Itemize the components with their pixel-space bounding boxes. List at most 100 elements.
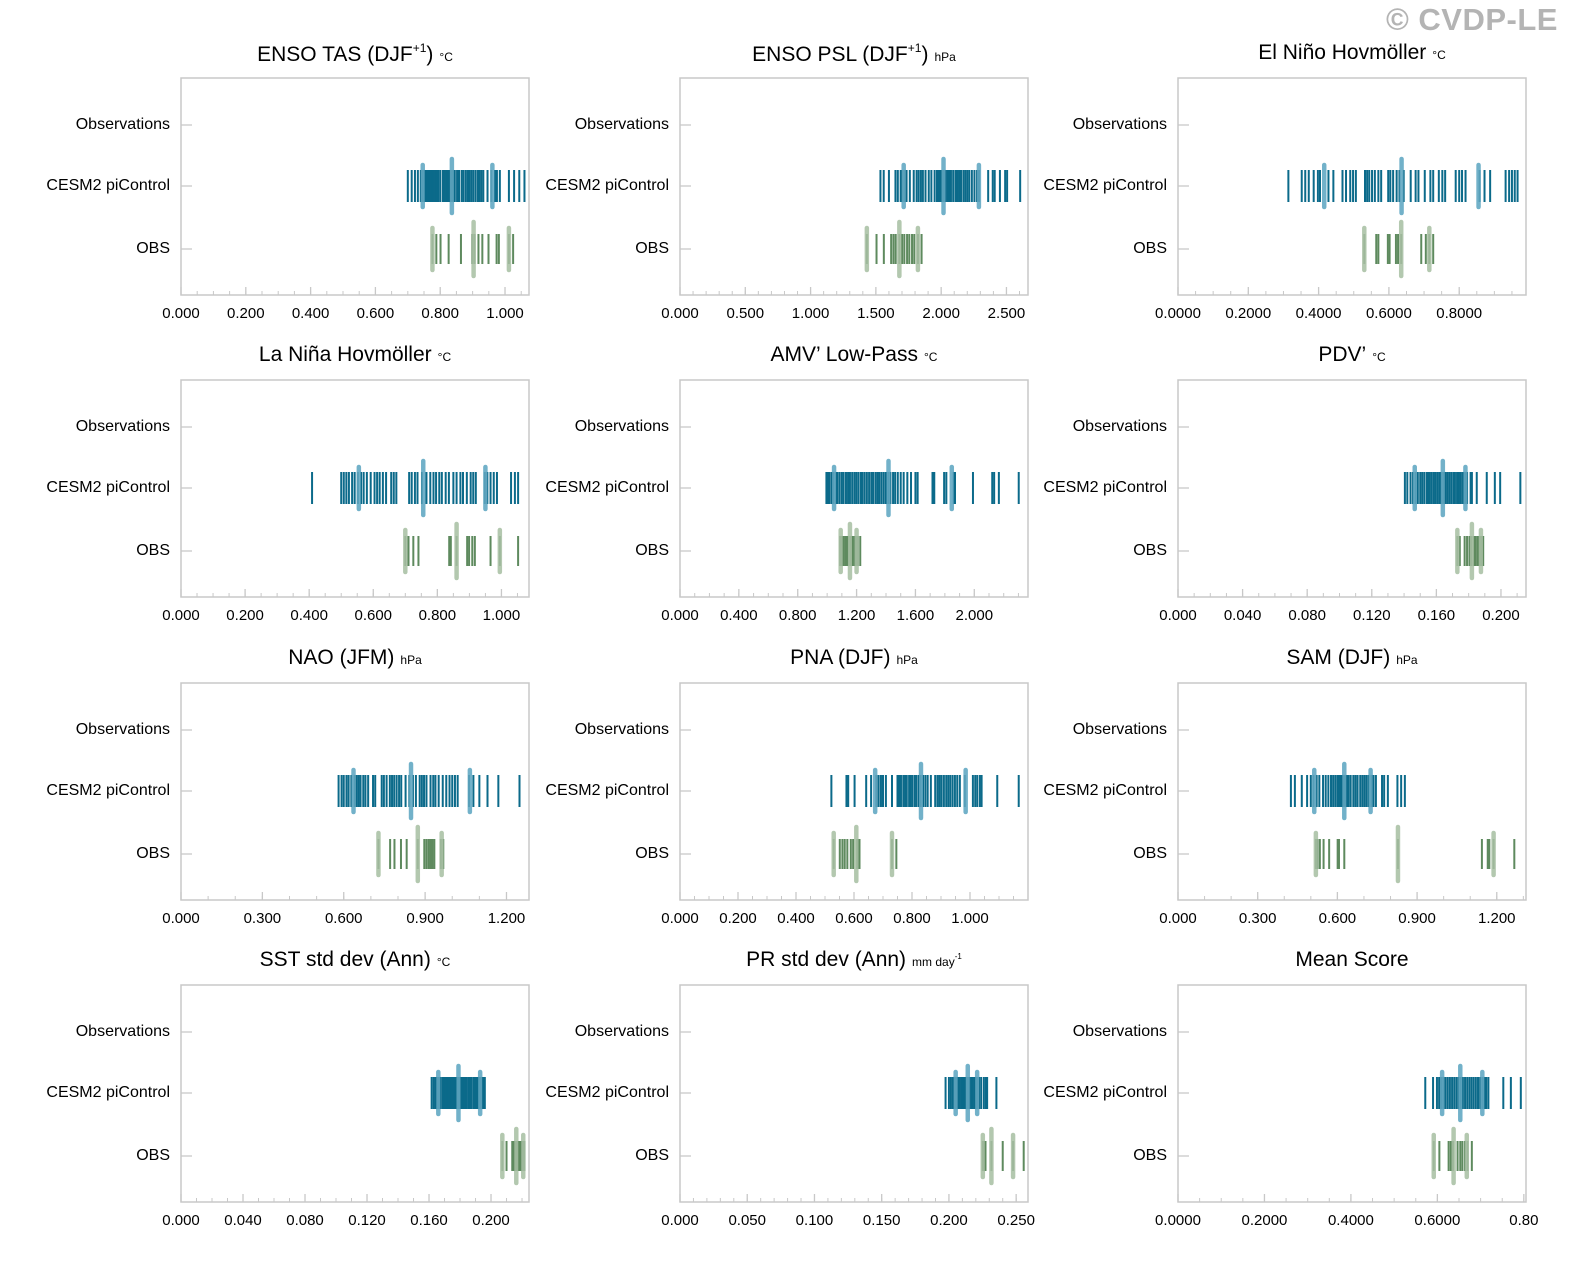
panel-units-text: mm day xyxy=(912,955,955,969)
x-axis-tick-label: 1.000 xyxy=(486,305,524,322)
y-axis-label: Observations xyxy=(75,1023,170,1040)
x-axis-tick-label: 0.080 xyxy=(1288,607,1326,624)
x-axis-tick-label: 1.000 xyxy=(951,910,989,927)
x-axis-tick-label: 0.400 xyxy=(290,607,328,624)
x-axis-tick-label: 0.900 xyxy=(406,910,444,927)
x-axis-tick-label: 0.200 xyxy=(930,1212,968,1229)
y-axis-label: Observations xyxy=(1072,418,1167,435)
panel-units-text: °C xyxy=(436,955,451,969)
x-axis-tick-label: 0.800 xyxy=(421,305,459,322)
y-axis-label: CESM2 piControl xyxy=(46,177,170,194)
x-axis-tick-label: 0.300 xyxy=(1238,910,1277,927)
x-axis-tick-label: 0.600 xyxy=(324,910,363,927)
panel-title: ENSO TAS (DJF+1)°C xyxy=(257,41,453,67)
x-axis-tick-label: 0.150 xyxy=(862,1212,901,1229)
plot-area xyxy=(180,984,530,1203)
y-axis-label: CESM2 piControl xyxy=(545,479,669,496)
x-axis-tick-label: 0.400 xyxy=(291,305,330,322)
panel-title-text: SST std dev (Ann) xyxy=(259,948,431,971)
y-axis-label: OBS xyxy=(136,1147,170,1164)
plot-area xyxy=(1177,379,1527,598)
panel-title-text: NAO (JFM) xyxy=(288,646,395,669)
panel-units-superscript: -1 xyxy=(954,952,962,961)
x-axis-tick-label: 1.200 xyxy=(837,607,876,624)
x-axis-tick-label: 0.800 xyxy=(893,910,931,927)
x-axis-tick-label: 0.080 xyxy=(286,1212,324,1229)
y-axis-label: CESM2 piControl xyxy=(1043,1084,1167,1101)
panel-units-text: °C xyxy=(437,350,452,364)
panel-units: hPa xyxy=(400,653,421,667)
x-axis-tick-label: 0.4000 xyxy=(1295,305,1342,322)
plot-area xyxy=(1177,77,1527,296)
x-axis-tick-label: 1.000 xyxy=(791,305,830,322)
panel-units-text: hPa xyxy=(896,653,918,667)
x-axis-tick-label: 0.000 xyxy=(162,305,200,322)
x-axis-tick-label: 0.000 xyxy=(1159,910,1197,927)
x-axis-tick-label: 0.200 xyxy=(227,305,265,322)
panel-title-end: ) xyxy=(426,43,434,66)
plot-area xyxy=(679,77,1029,296)
y-axis-label: OBS xyxy=(635,845,669,862)
x-axis-tick-label: 0.800 xyxy=(418,607,457,624)
panel-title: PR std dev (Ann) mm day-1 xyxy=(746,948,962,972)
x-axis-tick-label: 0.6000 xyxy=(1365,305,1412,322)
x-axis-tick-label: 2.500 xyxy=(987,305,1026,322)
panel-title-text: SAM (DJF) xyxy=(1286,646,1391,669)
panel-title-text: PNA (DJF) xyxy=(790,646,891,669)
plot-area xyxy=(679,682,1029,901)
x-axis-tick-label: 0.120 xyxy=(348,1212,386,1229)
x-axis-tick-label: 0.80 xyxy=(1509,1212,1539,1229)
x-axis-tick-label: 2.000 xyxy=(922,305,960,322)
panel-title: PNA (DJF) hPa xyxy=(790,646,918,670)
panel-units: hPa xyxy=(1396,653,1417,667)
x-axis-tick-label: 0.000 xyxy=(661,1212,699,1229)
panel-title-text: ENSO TAS (DJF xyxy=(257,43,413,66)
x-axis-tick-label: 0.600 xyxy=(835,910,873,927)
y-axis-label: OBS xyxy=(136,845,170,862)
panel-title: ENSO PSL (DJF+1)hPa xyxy=(752,41,956,67)
x-axis-tick-label: 0.400 xyxy=(720,607,758,624)
y-axis-label: OBS xyxy=(1133,1147,1167,1164)
panel-title-text: PR std dev (Ann) xyxy=(746,948,907,971)
panel-units-text: hPa xyxy=(400,653,422,667)
x-axis-tick-label: 0.300 xyxy=(243,910,282,927)
x-axis-tick-label: 0.200 xyxy=(472,1212,510,1229)
y-axis-label: Observations xyxy=(1072,721,1167,738)
panel-title-superscript: +1 xyxy=(907,41,922,55)
y-axis-label: CESM2 piControl xyxy=(545,1084,669,1101)
panel-title: La Niña Hovmöller °C xyxy=(259,343,451,367)
panel-units-text: °C xyxy=(1432,48,1446,62)
x-axis-tick-label: 0.000 xyxy=(162,607,200,624)
panel-units: °C xyxy=(439,50,452,64)
panel-units: °C xyxy=(438,350,451,364)
x-axis-tick-label: 0.040 xyxy=(1223,607,1262,624)
x-axis-tick-label: 0.200 xyxy=(1482,607,1520,624)
x-axis-tick-label: 0.900 xyxy=(1398,910,1436,927)
x-axis-tick-label: 0.2000 xyxy=(1225,305,1272,322)
y-axis-label: CESM2 piControl xyxy=(545,177,669,194)
panel-title: SST std dev (Ann) °C xyxy=(260,948,451,972)
x-axis-tick-label: 0.120 xyxy=(1353,607,1391,624)
panel-title-text: El Niño Hovmöller xyxy=(1258,41,1427,64)
panel-units: hPa xyxy=(934,50,955,64)
y-axis-label: Observations xyxy=(574,721,669,738)
plot-frame xyxy=(1177,682,1527,901)
x-axis-tick-label: 0.6000 xyxy=(1414,1212,1461,1229)
y-axis-label: OBS xyxy=(1133,542,1167,559)
panel-title-text: La Niña Hovmöller xyxy=(258,343,432,366)
x-axis-tick-label: 0.000 xyxy=(1159,607,1197,624)
x-axis-tick-label: 2.000 xyxy=(955,607,994,624)
panel-title: SAM (DJF) hPa xyxy=(1286,646,1417,670)
y-axis-label: Observations xyxy=(574,418,669,435)
panel-units: °C xyxy=(1372,350,1385,364)
x-axis-tick-label: 0.000 xyxy=(661,305,699,322)
y-axis-label: Observations xyxy=(1072,1023,1167,1040)
y-axis-label: OBS xyxy=(136,542,170,559)
y-axis-label: Observations xyxy=(574,116,669,133)
